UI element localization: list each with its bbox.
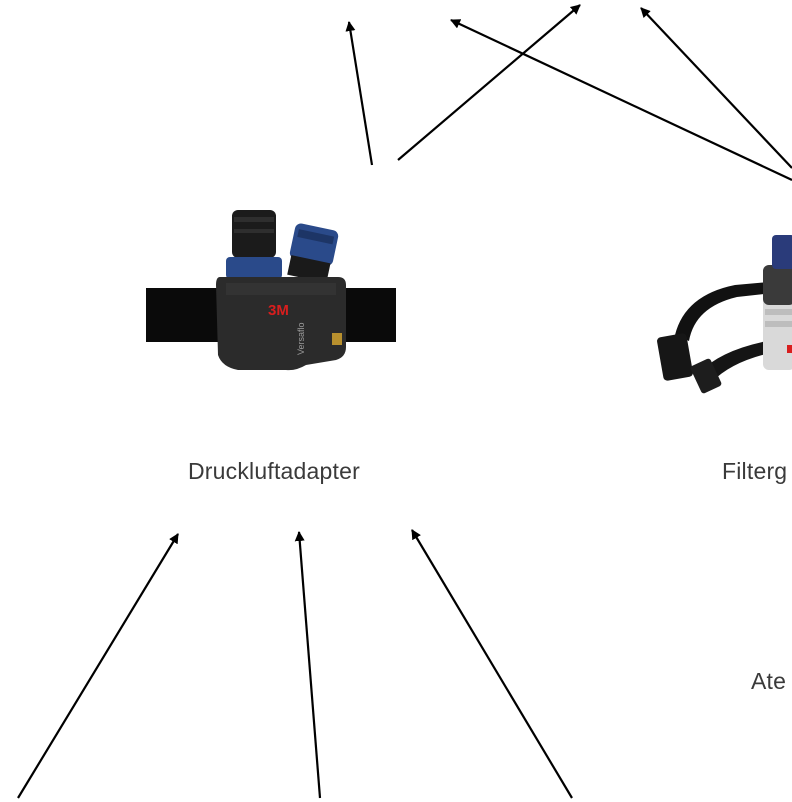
arrow-bottom-2: [299, 532, 320, 798]
blue-outlet-right: [285, 222, 339, 283]
model-mark: Versaflo: [296, 322, 306, 355]
filter-unit-image: [655, 225, 792, 400]
arrow-adapter-up-1: [349, 22, 372, 165]
label-druckluftadapter: Druckluftadapter: [188, 458, 360, 485]
arrow-filter-up-1: [451, 20, 792, 180]
brass-fitting: [332, 333, 342, 345]
arrow-bottom-1: [18, 534, 178, 798]
label-breathing: Ate: [751, 668, 786, 695]
brand-logo: 3M: [268, 302, 289, 319]
arrow-adapter-up-2: [398, 5, 580, 160]
label-filter-unit: Filterg: [722, 458, 787, 485]
compressed-air-adapter-image: 3M Versaflo: [146, 205, 396, 380]
arrow-bottom-3: [412, 530, 572, 798]
blue-ring-left: [226, 257, 282, 279]
filter-cap: [772, 235, 792, 269]
